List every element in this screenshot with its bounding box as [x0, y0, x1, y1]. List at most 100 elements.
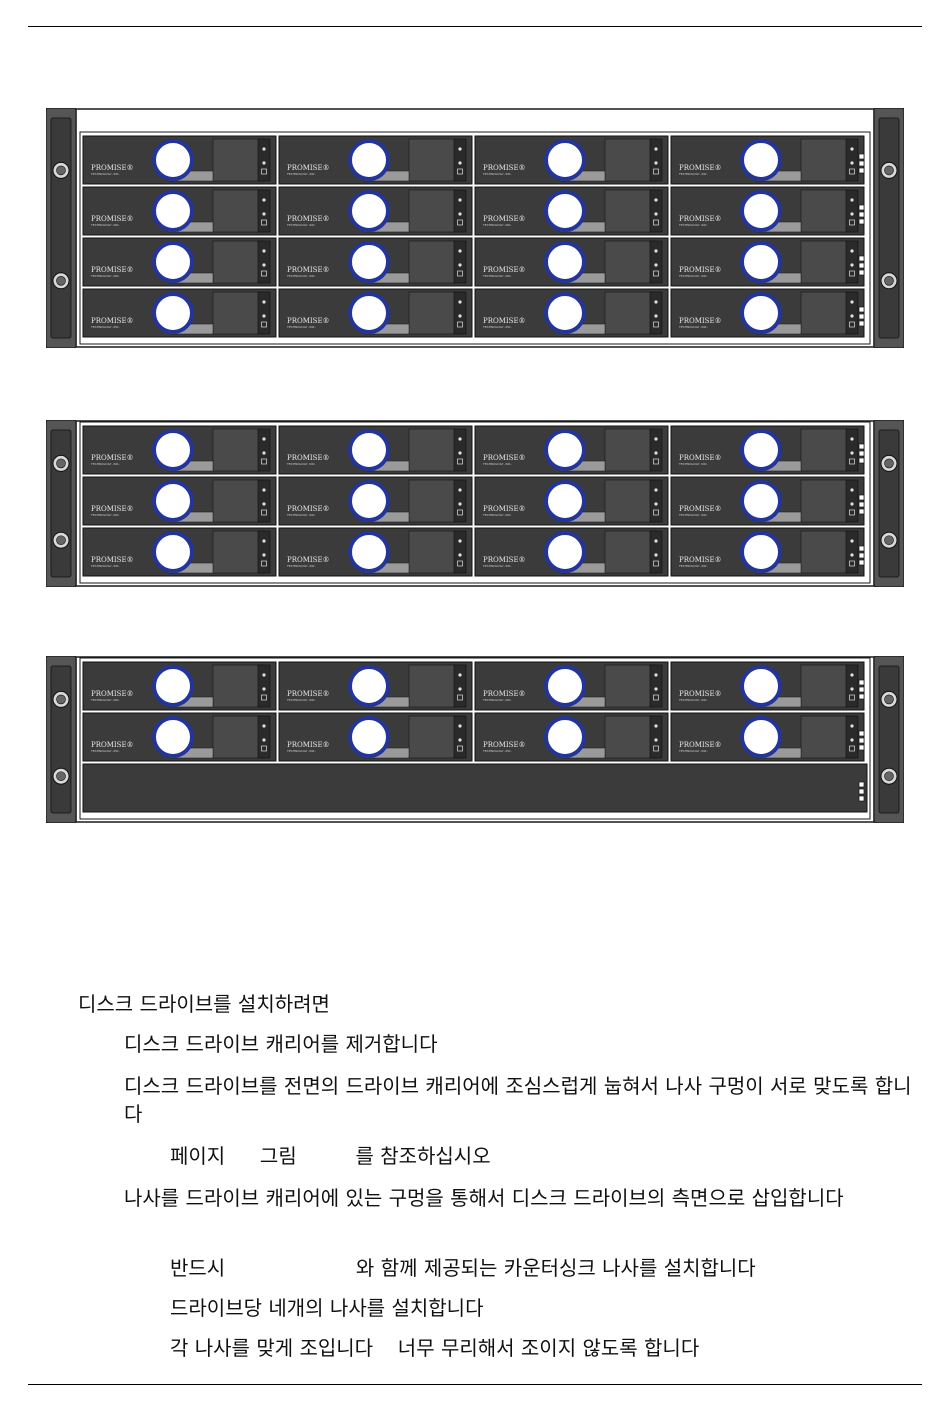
status-marker-icon [858, 153, 865, 160]
led-strip [257, 428, 271, 472]
lock-icon [849, 745, 855, 752]
carrier-latch-icon [152, 190, 194, 232]
led-icon [654, 147, 658, 151]
carrier-brand: PROMISE® [91, 164, 134, 172]
lock-icon [653, 745, 659, 752]
led-icon [262, 539, 266, 543]
led-icon [850, 212, 854, 216]
lock-icon [653, 321, 659, 328]
led-strip [453, 664, 467, 708]
carrier-brand-sub: TECHNOLOGY, INC. [286, 749, 316, 753]
carrier-brand: PROMISE® [287, 215, 330, 223]
carrier-brand: PROMISE® [679, 164, 722, 172]
carrier-brand-sub: TECHNOLOGY, INC. [90, 698, 120, 702]
thumbscrew-center-icon [56, 458, 66, 469]
lock-icon [653, 458, 659, 465]
carrier-brand: PROMISE® [483, 690, 526, 698]
carrier-grill [408, 138, 460, 182]
status-marker-icon [858, 744, 865, 751]
carrier-latch-icon [544, 716, 586, 758]
carrier-latch-icon [152, 292, 194, 334]
led-icon [458, 502, 462, 506]
carrier-grill [212, 189, 264, 233]
drive-carrier: PROMISE®TECHNOLOGY, INC. [82, 712, 277, 762]
status-marker-icon [858, 795, 865, 802]
status-marker-icon [858, 450, 865, 457]
carrier-grill [408, 664, 460, 708]
thumbscrew-center-icon [56, 276, 66, 286]
drive-carrier: PROMISE®TECHNOLOGY, INC. [278, 288, 473, 338]
bay-frame [79, 131, 871, 345]
step-3-note-3-tighten: 각 나사를 맞게 조입니다 [170, 1336, 374, 1360]
lock-icon [457, 458, 463, 465]
step-2-note-figure: 그림 [259, 1144, 297, 1168]
lock-icon [457, 168, 463, 175]
led-icon [850, 687, 854, 691]
lock-icon [849, 168, 855, 175]
carrier-brand-sub: TECHNOLOGY, INC. [678, 223, 708, 227]
drive-carrier: PROMISE®TECHNOLOGY, INC. [82, 288, 277, 338]
carrier-brand-sub: TECHNOLOGY, INC. [678, 462, 708, 466]
carrier-brand-sub: TECHNOLOGY, INC. [678, 325, 708, 329]
drive-carrier: PROMISE®TECHNOLOGY, INC. [474, 527, 669, 577]
carrier-brand-sub: TECHNOLOGY, INC. [482, 274, 512, 278]
drive-carrier: PROMISE®TECHNOLOGY, INC. [82, 186, 277, 236]
carrier-brand-sub: TECHNOLOGY, INC. [90, 274, 120, 278]
carrier-grill [408, 189, 460, 233]
thumbscrew-center-icon [884, 694, 894, 705]
led-icon [262, 198, 266, 202]
led-icon [654, 687, 658, 691]
ear-inset [878, 665, 900, 814]
led-strip [845, 428, 859, 472]
led-strip [845, 240, 859, 284]
step-3-note-2: 드라이브당 네개의 나사를 설치합니다 [170, 1296, 484, 1320]
step-3-note-3-overtighten: 너무 무리해서 조이지 않도록 합니다 [397, 1336, 700, 1360]
led-icon [262, 738, 266, 742]
carrier-grill [604, 138, 656, 182]
led-icon [458, 539, 462, 543]
carrier-latch-icon [348, 429, 390, 471]
led-icon [850, 724, 854, 728]
thumbscrew-center-icon [56, 771, 66, 782]
drive-carrier: PROMISE®TECHNOLOGY, INC. [670, 712, 865, 762]
carrier-latch-icon [348, 139, 390, 181]
status-marker-icon [858, 167, 865, 174]
drive-carrier: PROMISE®TECHNOLOGY, INC. [278, 135, 473, 185]
carrier-brand: PROMISE® [679, 690, 722, 698]
led-strip [257, 138, 271, 182]
carrier-brand: PROMISE® [483, 266, 526, 274]
status-marker-icon [858, 501, 865, 508]
status-marker-icon [858, 262, 865, 269]
led-icon [654, 673, 658, 677]
ear-inset [878, 429, 900, 578]
led-icon [654, 263, 658, 267]
led-strip [453, 291, 467, 335]
drive-carrier: PROMISE®TECHNOLOGY, INC. [670, 288, 865, 338]
thumbscrew-center-icon [884, 458, 894, 469]
led-strip [649, 479, 663, 523]
carrier-grill [800, 428, 852, 472]
lock-icon [849, 321, 855, 328]
carrier-latch-icon [152, 531, 194, 573]
led-strip [845, 138, 859, 182]
led-strip [257, 189, 271, 233]
lock-icon [849, 694, 855, 701]
carrier-grill [800, 715, 852, 759]
carrier-brand: PROMISE® [679, 454, 722, 462]
carrier-brand: PROMISE® [287, 454, 330, 462]
lock-icon [849, 560, 855, 567]
carrier-brand: PROMISE® [679, 505, 722, 513]
carrier-brand: PROMISE® [91, 741, 134, 749]
lock-icon [261, 270, 267, 277]
status-marker-icon [858, 218, 865, 225]
drive-carrier: PROMISE®TECHNOLOGY, INC. [670, 425, 865, 475]
thumbscrew-center-icon [56, 165, 66, 176]
carrier-brand: PROMISE® [679, 317, 722, 325]
carrier-brand: PROMISE® [483, 317, 526, 325]
instructions-heading: 디스크 드라이브를 설치하려면 [78, 992, 330, 1016]
carrier-brand: PROMISE® [287, 317, 330, 325]
led-strip [649, 428, 663, 472]
lock-icon [457, 509, 463, 516]
led-icon [262, 263, 266, 267]
led-strip [257, 664, 271, 708]
